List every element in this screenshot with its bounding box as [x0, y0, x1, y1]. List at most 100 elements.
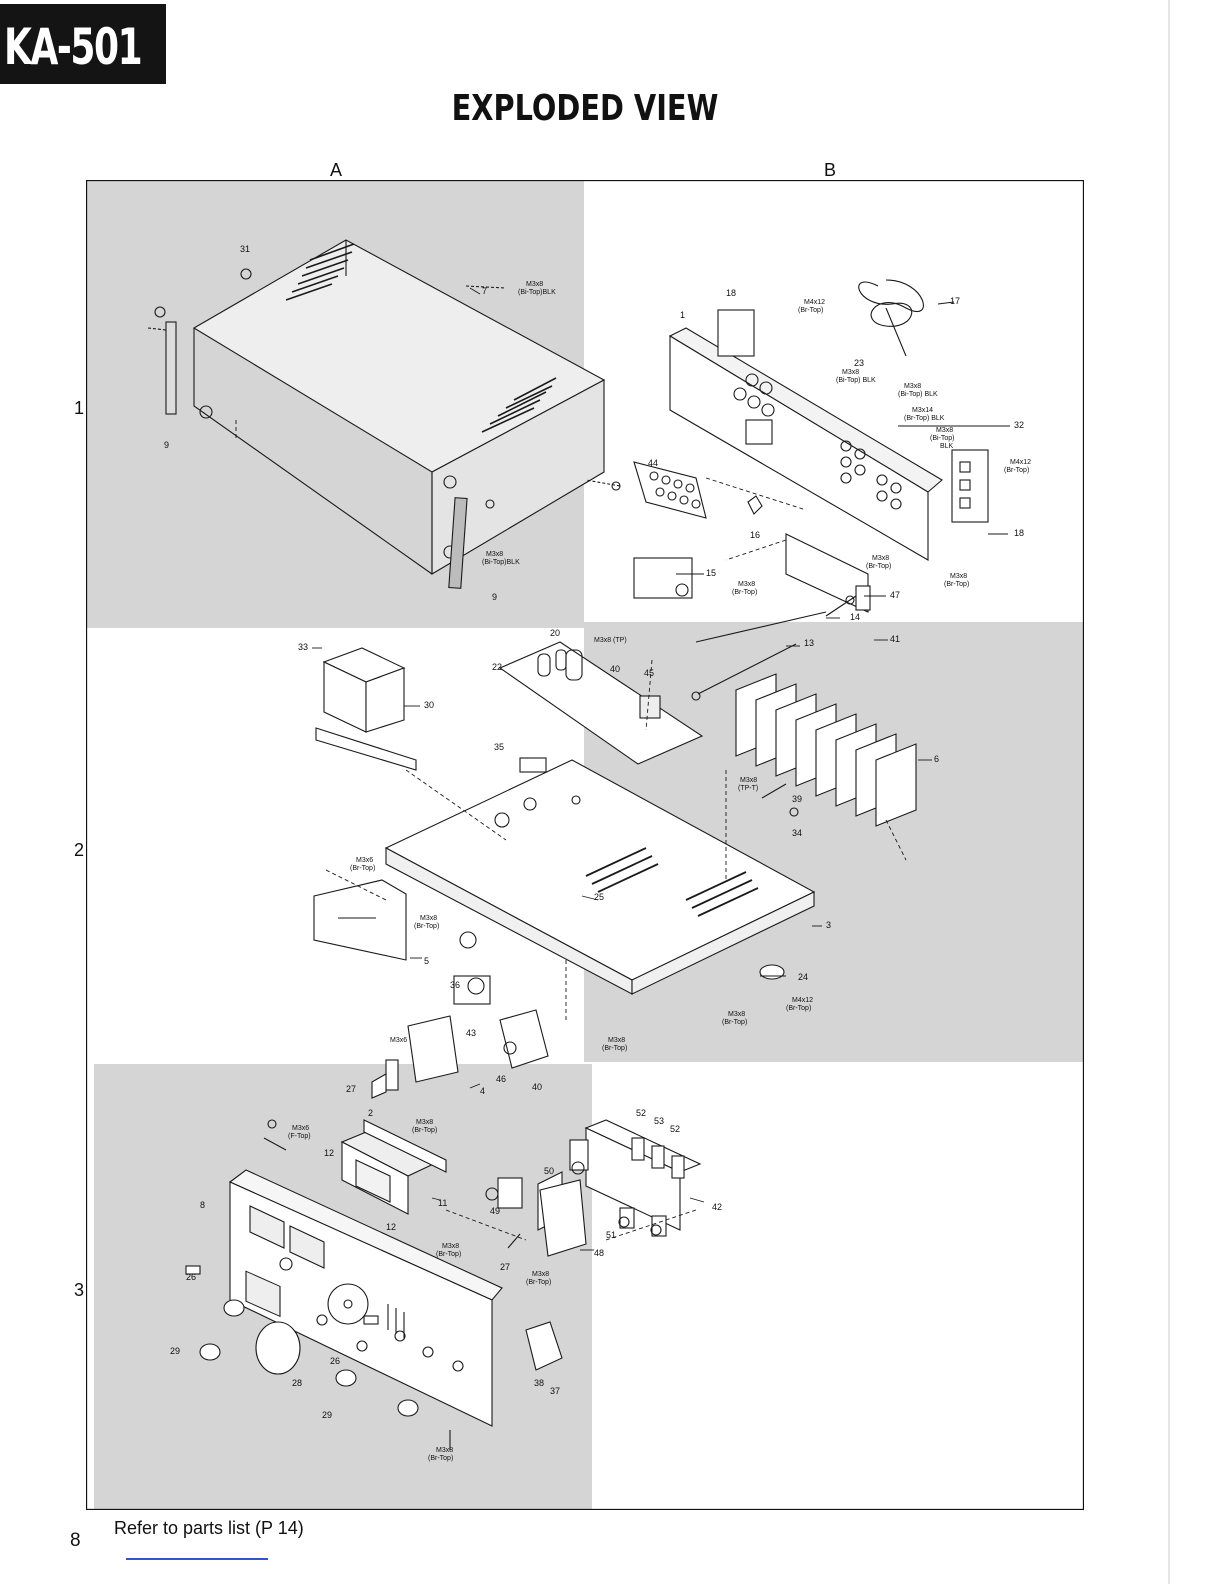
svg-text:M3x8(TP-T): M3x8(TP-T) — [738, 777, 758, 792]
screw-size: M3x6 — [292, 1125, 309, 1132]
part-label: 23 — [854, 358, 864, 368]
screw-type: (F-Top) — [288, 1133, 311, 1140]
model-name: KA-501 — [4, 18, 143, 76]
screw-type: (Br-Top) — [798, 307, 823, 314]
part-label: 7 — [482, 286, 487, 296]
exploded-view-diagram: 31 7 9 9 18 17 1 23 32 18 44 16 15 47 14… — [86, 180, 1084, 1510]
part-label: 6 — [934, 754, 939, 764]
part-label: 18 — [726, 288, 736, 298]
part-label: 39 — [792, 794, 802, 804]
part-label: 28 — [292, 1378, 302, 1388]
assembly-lines — [235, 420, 907, 1241]
part-label: 9 — [492, 592, 497, 602]
svg-text:M3x8(Br-Top): M3x8(Br-Top) — [866, 555, 891, 570]
part-label: 12 — [324, 1148, 334, 1158]
part-label: 11 — [438, 1198, 447, 1208]
switches-drawing — [485, 1119, 702, 1371]
screw-type: (TP-T) — [738, 785, 758, 792]
part-label: 36 — [450, 980, 460, 990]
part-label: 33 — [298, 642, 308, 652]
part-label: 1 — [680, 310, 685, 320]
svg-text:M3x8(Br-Top): M3x8(Br-Top) — [722, 1011, 747, 1026]
part-label: 17 — [950, 296, 960, 306]
svg-text:M3x8(Br-Top): M3x8(Br-Top) — [412, 1119, 437, 1134]
part-label: 48 — [594, 1248, 604, 1258]
part-label: 24 — [798, 972, 808, 982]
screw-size: M3x6 — [356, 857, 373, 864]
screw-size: M3x6 — [390, 1037, 407, 1044]
part-label: 12 — [386, 1222, 396, 1232]
part-label: 26 — [186, 1272, 196, 1282]
part-label: 47 — [890, 590, 900, 600]
footer-link-rule — [126, 1558, 268, 1560]
screw-size: M3x8 — [904, 383, 921, 390]
svg-text:M3x6: M3x6 — [390, 1037, 407, 1044]
cabinet-drawing — [147, 239, 621, 589]
svg-text:M3x6(Br-Top): M3x6(Br-Top) — [350, 857, 375, 872]
svg-text:M3x8(Br-Top): M3x8(Br-Top) — [428, 1447, 453, 1462]
part-label: 43 — [466, 1028, 476, 1038]
screw-size: M3x8 — [950, 573, 967, 580]
screw-size: M4x12 — [804, 299, 825, 306]
screw-type: (Br-Top) — [350, 865, 375, 872]
svg-text:M3x8 (TP): M3x8 (TP) — [594, 637, 627, 644]
screw-type: (Bi-Top)BLK — [518, 289, 556, 296]
chassis-drawing — [313, 641, 816, 995]
screw-type: (Br-Top) — [722, 1019, 747, 1026]
screw-size: M4x12 — [1010, 459, 1031, 466]
screw-type: (Br-Top) — [944, 581, 969, 588]
svg-text:M3x6(F-Top): M3x6(F-Top) — [288, 1125, 311, 1140]
svg-text:M3x8(Br-Top): M3x8(Br-Top) — [436, 1243, 461, 1258]
screw-type: (Bi-Top)BLK — [482, 559, 520, 566]
model-badge: KA-501 — [0, 4, 166, 84]
row-label-2: 2 — [74, 840, 85, 860]
part-label: 51 — [606, 1230, 616, 1240]
part-label: 2 — [368, 1108, 373, 1118]
screw-type: (Br-Top) — [1004, 467, 1029, 474]
part-label: 18 — [1014, 528, 1024, 538]
part-label: 15 — [706, 568, 716, 578]
part-label: 37 — [550, 1386, 560, 1396]
screw-size: M3x14 — [912, 407, 933, 414]
screw-size: M3x8 — [872, 555, 889, 562]
part-label: 45 — [644, 668, 654, 678]
screw-type: (Bi-Top) BLK — [898, 391, 938, 398]
controls-drawing — [371, 975, 549, 1099]
svg-text:M3x8(Br-Top): M3x8(Br-Top) — [414, 915, 439, 930]
part-label: 40 — [532, 1082, 542, 1092]
svg-text:M3x14(Br-Top) BLK: M3x14(Br-Top) BLK — [904, 407, 945, 422]
part-label: 42 — [712, 1202, 722, 1212]
page-number: 8 — [70, 1530, 81, 1551]
part-label: 31 — [240, 244, 250, 254]
screw-type: (Br-Top) — [412, 1127, 437, 1134]
part-label: 46 — [496, 1074, 506, 1084]
part-label: 40 — [610, 664, 620, 674]
svg-text:M4x12(Br-Top): M4x12(Br-Top) — [786, 997, 813, 1012]
leader-lines — [312, 287, 1010, 1251]
column-label-b: B — [824, 160, 837, 180]
part-label: 4 — [480, 1086, 485, 1096]
screw-size: M3x8 — [936, 427, 953, 434]
screw-type: (Br-Top) — [414, 923, 439, 930]
screw-type: (Br-Top) — [866, 563, 891, 570]
svg-text:M3x8(Br-Top): M3x8(Br-Top) — [526, 1271, 551, 1286]
screw-size: M3x8 (TP) — [594, 637, 627, 644]
part-label: 26 — [330, 1356, 340, 1366]
diagram-drawing — [147, 239, 1010, 1450]
part-label: 30 — [424, 700, 434, 710]
part-label: 44 — [648, 458, 658, 468]
part-label: 49 — [490, 1206, 500, 1216]
part-label: 25 — [594, 892, 604, 902]
part-label: 52 — [636, 1108, 646, 1118]
screw-specs: M3x8(Bi-Top)BLK M3x8(Bi-Top)BLK M4x12(Br… — [288, 281, 1031, 1462]
svg-text:M3x8(Br-Top): M3x8(Br-Top) — [732, 581, 757, 596]
screw-size: M3x8 — [728, 1011, 745, 1018]
part-label: 3 — [826, 920, 831, 930]
heatsink-drawing — [735, 673, 917, 827]
screw-type: (Br-Top) — [436, 1251, 461, 1258]
screw-type: (Bi-Top) BLK — [836, 377, 876, 384]
part-label: 52 — [670, 1124, 680, 1134]
screw-type: (Br-Top) BLK — [904, 415, 945, 422]
part-label: 22 — [492, 662, 502, 672]
svg-text:M3x8(Bi-Top)BLK: M3x8(Bi-Top)BLK — [930, 427, 955, 450]
